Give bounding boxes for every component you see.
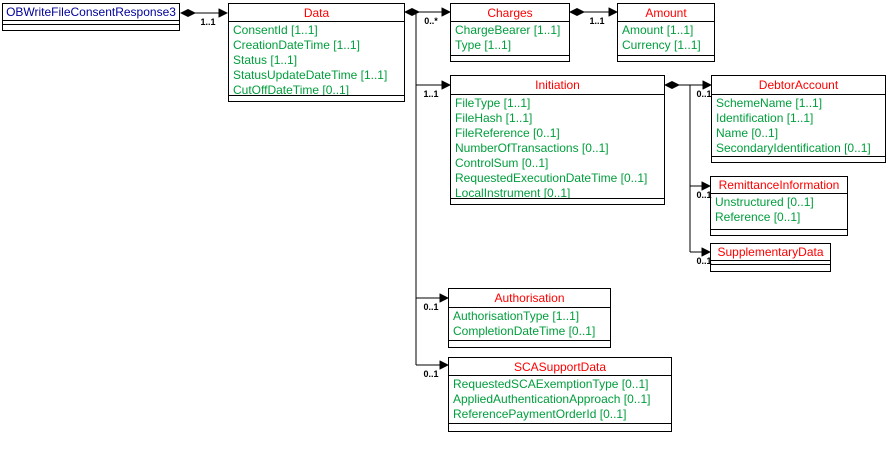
class-box-scasupportdata[interactable]: SCASupportData RequestedSCAExemptionType…	[448, 357, 672, 432]
connector-charges-amount	[568, 7, 619, 17]
class-box-remittanceinformation[interactable]: RemittanceInformation Unstructured [0..1…	[710, 176, 848, 236]
field: ConsentId [1..1]	[233, 23, 318, 37]
class-title: RemittanceInformation	[711, 177, 847, 194]
multiplicity-charges-amount: 1..1	[589, 16, 605, 26]
field: ControlSum [0..1]	[455, 156, 549, 170]
field: FileType [1..1]	[455, 96, 531, 110]
field: Unstructured [0..1]	[715, 195, 814, 209]
class-box-authorisation[interactable]: Authorisation AuthorisationType [1..1] C…	[448, 288, 611, 348]
field: Reference [0..1]	[715, 210, 801, 224]
field: RequestedSCAExemptionType [0..1]	[453, 377, 649, 391]
class-title: SupplementaryData	[711, 244, 830, 261]
connector-data-authorisation	[416, 293, 450, 303]
multiplicity-data-charges: 0..*	[424, 16, 438, 26]
class-title: Initiation	[451, 76, 664, 95]
fields-compartment: AuthorisationType [1..1] CompletionDateT…	[449, 308, 610, 341]
field: Identification [1..1]	[716, 111, 814, 125]
field: LocalInstrument [0..1]	[455, 186, 571, 199]
field: RequestedExecutionDateTime [0..1]	[455, 171, 648, 185]
fields-compartment: ChargeBearer [1..1] Type [1..1]	[451, 22, 569, 56]
empty-compartment	[3, 21, 179, 25]
field: ChargeBearer [1..1]	[455, 23, 561, 37]
class-title: Authorisation	[449, 289, 610, 308]
class-title: Charges	[451, 4, 569, 22]
empty-compartment	[711, 261, 830, 265]
empty-compartment	[229, 96, 404, 101]
class-title: Data	[229, 4, 404, 22]
multiplicity-data-initiation: 1..1	[423, 89, 439, 99]
multiplicity-data-authorisation: 0..1	[423, 302, 439, 312]
multiplicity-data-scasupportdata: 0..1	[423, 369, 439, 379]
empty-compartment	[451, 56, 569, 61]
fields-compartment: ConsentId [1..1] CreationDateTime [1..1]…	[229, 22, 404, 96]
connector-initiation-debtoraccount	[690, 80, 713, 90]
connector-initiation-trunk	[663, 80, 691, 252]
connector-data-scasupportdata	[416, 360, 450, 370]
connector-data-charges	[416, 7, 452, 17]
class-box-amount[interactable]: Amount Amount [1..1] Currency [1..1]	[617, 3, 715, 62]
empty-compartment	[451, 199, 664, 204]
fields-compartment: Unstructured [0..1] Reference [0..1]	[711, 194, 847, 230]
connector-initiation-remittanceinformation	[690, 181, 712, 191]
empty-compartment	[449, 341, 610, 347]
empty-compartment	[711, 230, 847, 235]
empty-compartment	[618, 56, 714, 61]
connector-initiation-supplementarydata	[690, 247, 712, 257]
class-box-data[interactable]: Data ConsentId [1..1] CreationDateTime […	[228, 3, 405, 102]
empty-compartment	[712, 157, 885, 162]
empty-compartment	[3, 25, 179, 30]
class-box-initiation[interactable]: Initiation FileType [1..1] FileHash [1..…	[450, 75, 665, 205]
field: StatusUpdateDateTime [1..1]	[233, 68, 388, 82]
class-title: DebtorAccount	[712, 76, 885, 95]
multiplicity-root-data: 1..1	[200, 17, 216, 27]
class-title: SCASupportData	[449, 358, 671, 376]
fields-compartment: Amount [1..1] Currency [1..1]	[618, 22, 714, 56]
connector-root-data	[179, 8, 229, 18]
class-box-obwritefileconsentresponse3[interactable]: OBWriteFileConsentResponse3	[2, 3, 180, 31]
field: SchemeName [1..1]	[716, 96, 823, 110]
connector-data-trunk	[403, 7, 421, 365]
field: NumberOfTransactions [0..1]	[455, 141, 609, 155]
class-box-charges[interactable]: Charges ChargeBearer [1..1] Type [1..1]	[450, 3, 570, 62]
field: Currency [1..1]	[622, 38, 701, 52]
field: Status [1..1]	[233, 53, 298, 67]
multiplicity-initiation-supplementarydata: 0..1	[696, 256, 712, 266]
field: Type [1..1]	[455, 38, 512, 52]
multiplicity-initiation-debtoraccount: 0..1	[696, 89, 712, 99]
field: Name [0..1]	[716, 126, 779, 140]
field: AuthorisationType [1..1]	[453, 309, 580, 323]
multiplicity-initiation-remittanceinformation: 0..1	[696, 190, 712, 200]
field: CreationDateTime [1..1]	[233, 38, 360, 52]
class-box-debtoraccount[interactable]: DebtorAccount SchemeName [1..1] Identifi…	[711, 75, 886, 163]
class-title: Amount	[618, 4, 714, 22]
field: Amount [1..1]	[622, 23, 694, 37]
connector-data-initiation	[416, 80, 452, 90]
field: CutOffDateTime [0..1]	[233, 83, 350, 96]
fields-compartment: FileType [1..1] FileHash [1..1] FileRefe…	[451, 95, 664, 199]
empty-compartment	[449, 424, 671, 431]
field: ReferencePaymentOrderId [0..1]	[453, 407, 627, 421]
field: CompletionDateTime [0..1]	[453, 324, 596, 338]
fields-compartment: RequestedSCAExemptionType [0..1] Applied…	[449, 376, 671, 424]
field: SecondaryIdentification [0..1]	[716, 141, 871, 155]
field: FileHash [1..1]	[455, 111, 533, 125]
empty-compartment	[711, 265, 830, 271]
class-box-supplementarydata[interactable]: SupplementaryData	[710, 243, 831, 272]
field: AppliedAuthenticationApproach [0..1]	[453, 392, 651, 406]
field: FileReference [0..1]	[455, 126, 560, 140]
class-title: OBWriteFileConsentResponse3	[3, 4, 179, 21]
fields-compartment: SchemeName [1..1] Identification [1..1] …	[712, 95, 885, 157]
